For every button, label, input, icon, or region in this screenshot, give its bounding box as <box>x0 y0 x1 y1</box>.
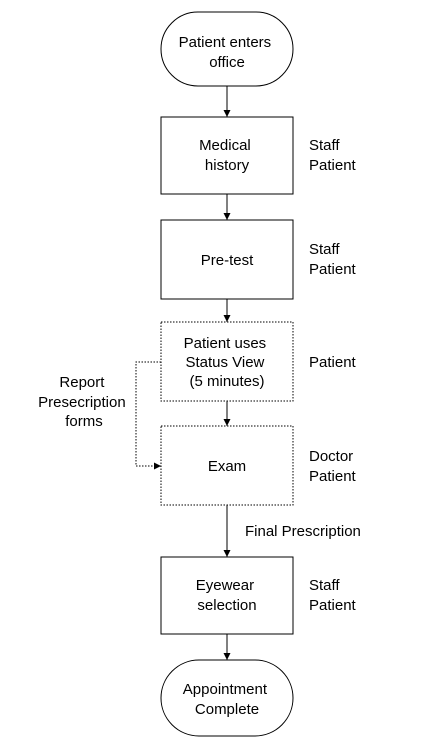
start-terminal <box>160 11 294 87</box>
medical-history-label: Medical history <box>199 137 255 174</box>
report-forms-label: Report Presecription forms <box>38 374 130 430</box>
node-labels: Patient enters office Medical history Pr… <box>179 34 276 718</box>
status-view-label: Patient uses Status View (5 minutes) <box>184 335 271 390</box>
role-status-view: Patient <box>309 354 357 371</box>
pre-test-label: Pre-test <box>201 252 254 269</box>
exam-box <box>160 425 294 506</box>
final-prescription-label: Final Prescription <box>245 523 361 540</box>
nodes <box>160 11 294 737</box>
exam-label: Exam <box>208 458 246 475</box>
medical-history-box <box>160 116 294 195</box>
role-labels: Staff Patient Staff Patient Patient Doct… <box>309 137 357 614</box>
role-medical-history: Staff Patient <box>309 137 357 174</box>
role-eyewear: Staff Patient <box>309 577 357 614</box>
status-view-box <box>160 321 294 402</box>
connectors <box>135 86 231 660</box>
pre-test-box <box>160 219 294 300</box>
role-exam: Doctor Patient <box>309 448 357 485</box>
end-terminal <box>160 659 294 737</box>
arrow-status-view-to-exam-report-forms <box>135 361 161 470</box>
end-label: Appointment Complete <box>183 681 271 718</box>
eyewear-label: Eyewear selection <box>196 577 259 614</box>
start-label: Patient enters office <box>179 34 276 71</box>
eyewear-box <box>160 556 294 635</box>
role-pre-test: Staff Patient <box>309 241 357 278</box>
